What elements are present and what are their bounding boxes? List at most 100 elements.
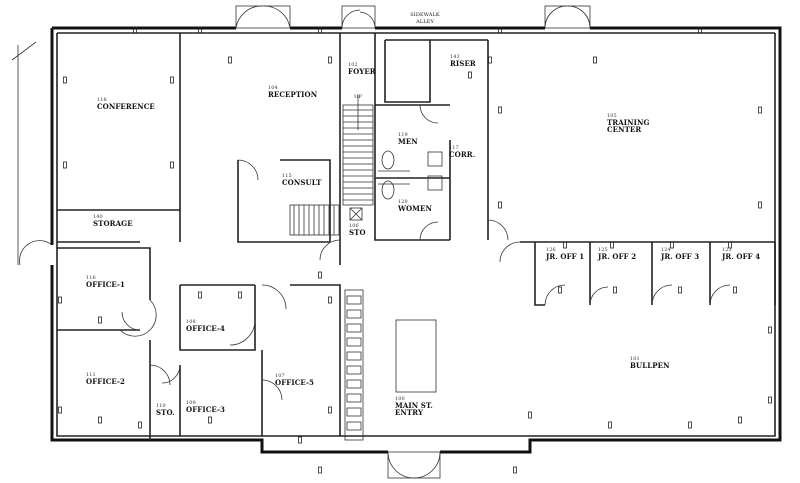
column-mark — [498, 106, 502, 114]
column-mark — [58, 406, 62, 414]
room-name: STO. — [156, 408, 175, 417]
room-jr-off-4: 123 JR. OFF 4 — [722, 248, 761, 261]
shelf-item — [346, 337, 362, 347]
column-mark — [98, 416, 102, 424]
room-name: OFFICE-3 — [186, 405, 225, 414]
column-mark — [468, 71, 472, 79]
room-name: OFFICE-2 — [86, 377, 125, 386]
room-number: 102 — [348, 62, 358, 68]
room-number: 101 — [630, 356, 640, 362]
room-name: CONFERENCE — [97, 102, 155, 111]
room-number: 100 — [395, 396, 405, 402]
room-number: 109 — [186, 400, 196, 406]
column-mark — [198, 26, 202, 34]
room-name: STORAGE — [93, 219, 133, 228]
column-mark — [738, 416, 742, 424]
room-number: 110 — [156, 403, 166, 409]
column-mark — [563, 241, 567, 249]
column-mark — [608, 421, 612, 429]
column-mark — [328, 56, 332, 64]
column-mark — [318, 271, 322, 279]
column-mark — [328, 296, 332, 304]
column-mark — [488, 56, 492, 64]
column-mark — [498, 26, 502, 34]
shelf-item — [346, 421, 362, 431]
column-mark — [593, 56, 597, 64]
room-number: 119 — [398, 132, 408, 138]
room-name: FOYER — [348, 67, 376, 76]
room-number: 126 — [546, 247, 556, 253]
room-name-line2: ENTRY — [395, 408, 424, 417]
room-name: BULLPEN — [630, 361, 670, 370]
room-name: TRAINING — [607, 118, 650, 127]
room-number: 118 — [97, 97, 107, 103]
room-number: 124 — [661, 247, 671, 253]
room-number: 104 — [268, 85, 278, 91]
column-mark — [58, 296, 62, 304]
room-women: 120 WOMEN — [398, 200, 432, 213]
column-mark — [318, 466, 322, 474]
room-consult: 115 CONSULT — [282, 173, 322, 187]
column-mark — [528, 411, 532, 419]
room-office-1: 116 OFFICE-1 — [86, 275, 125, 289]
column-mark — [513, 466, 517, 474]
room-sto-lower: 110 STO. — [156, 403, 175, 417]
room-riser: 143 RISER — [450, 54, 476, 68]
exterior-walls — [50, 26, 782, 454]
room-bullpen: 101 BULLPEN — [630, 356, 670, 370]
column-mark — [198, 291, 202, 299]
column-mark — [318, 26, 322, 34]
room-number: 143 — [450, 54, 460, 60]
room-number: 116 — [86, 275, 96, 281]
room-name: OFFICE-5 — [275, 378, 314, 387]
column-mark — [228, 56, 232, 64]
room-office-4: 108 OFFICE-4 — [186, 319, 225, 333]
room-number: 115 — [282, 173, 292, 179]
shelf-item — [346, 393, 362, 403]
column-mark — [558, 286, 562, 294]
room-name: JR. OFF 1 — [546, 252, 585, 261]
room-jr-off-2: 125 JR. OFF 2 — [598, 248, 637, 261]
interior-doors — [119, 104, 731, 401]
room-name: OFFICE-4 — [186, 324, 225, 333]
shelf-item — [346, 407, 362, 417]
stairs — [289, 95, 374, 236]
column-mark — [768, 396, 772, 404]
column-mark — [698, 26, 702, 34]
room-name: MAIN ST. — [395, 401, 433, 410]
room-name: MEN — [398, 137, 418, 146]
room-conference: 118 CONFERENCE — [97, 97, 155, 111]
room-number: 106 — [349, 223, 359, 229]
column-mark — [758, 106, 762, 114]
column-mark — [498, 201, 502, 209]
shelf-item — [346, 351, 362, 361]
room-office-5: 107 OFFICE-5 — [275, 373, 314, 387]
room-name-line2: CENTER — [607, 125, 642, 134]
column-mark — [678, 286, 682, 294]
top-tag-text: SIDEWALK ALLEY — [410, 12, 440, 25]
room-name: JR. OFF 4 — [722, 252, 761, 261]
room-number: 107 — [275, 373, 285, 379]
column-mark — [208, 416, 212, 424]
room-sto-upper: 106 STO — [349, 223, 366, 237]
room-reception: 104 RECEPTION — [268, 85, 317, 99]
room-name: CONSULT — [282, 178, 322, 187]
shelf-item — [346, 309, 362, 319]
room-jr-off-1: 126 JR. OFF 1 — [546, 247, 585, 261]
column-mark — [298, 436, 302, 444]
column-mark — [613, 286, 617, 294]
room-number: 108 — [186, 319, 196, 325]
room-storage: 140 STORAGE — [93, 214, 133, 228]
room-number: 117 — [449, 145, 459, 151]
stair-up-text: UP — [354, 94, 362, 100]
room-name: RISER — [450, 59, 476, 68]
room-main-entry: 100 MAIN ST. ENTRY — [395, 396, 433, 417]
shelf-item — [346, 295, 362, 305]
column-mark — [138, 421, 142, 429]
column-marks — [58, 26, 772, 474]
room-name: JR. OFF 2 — [598, 252, 637, 261]
room-foyer: 102 FOYER — [348, 62, 376, 76]
room-number: 140 — [93, 214, 103, 220]
column-mark — [728, 241, 732, 249]
column-mark — [133, 26, 137, 34]
